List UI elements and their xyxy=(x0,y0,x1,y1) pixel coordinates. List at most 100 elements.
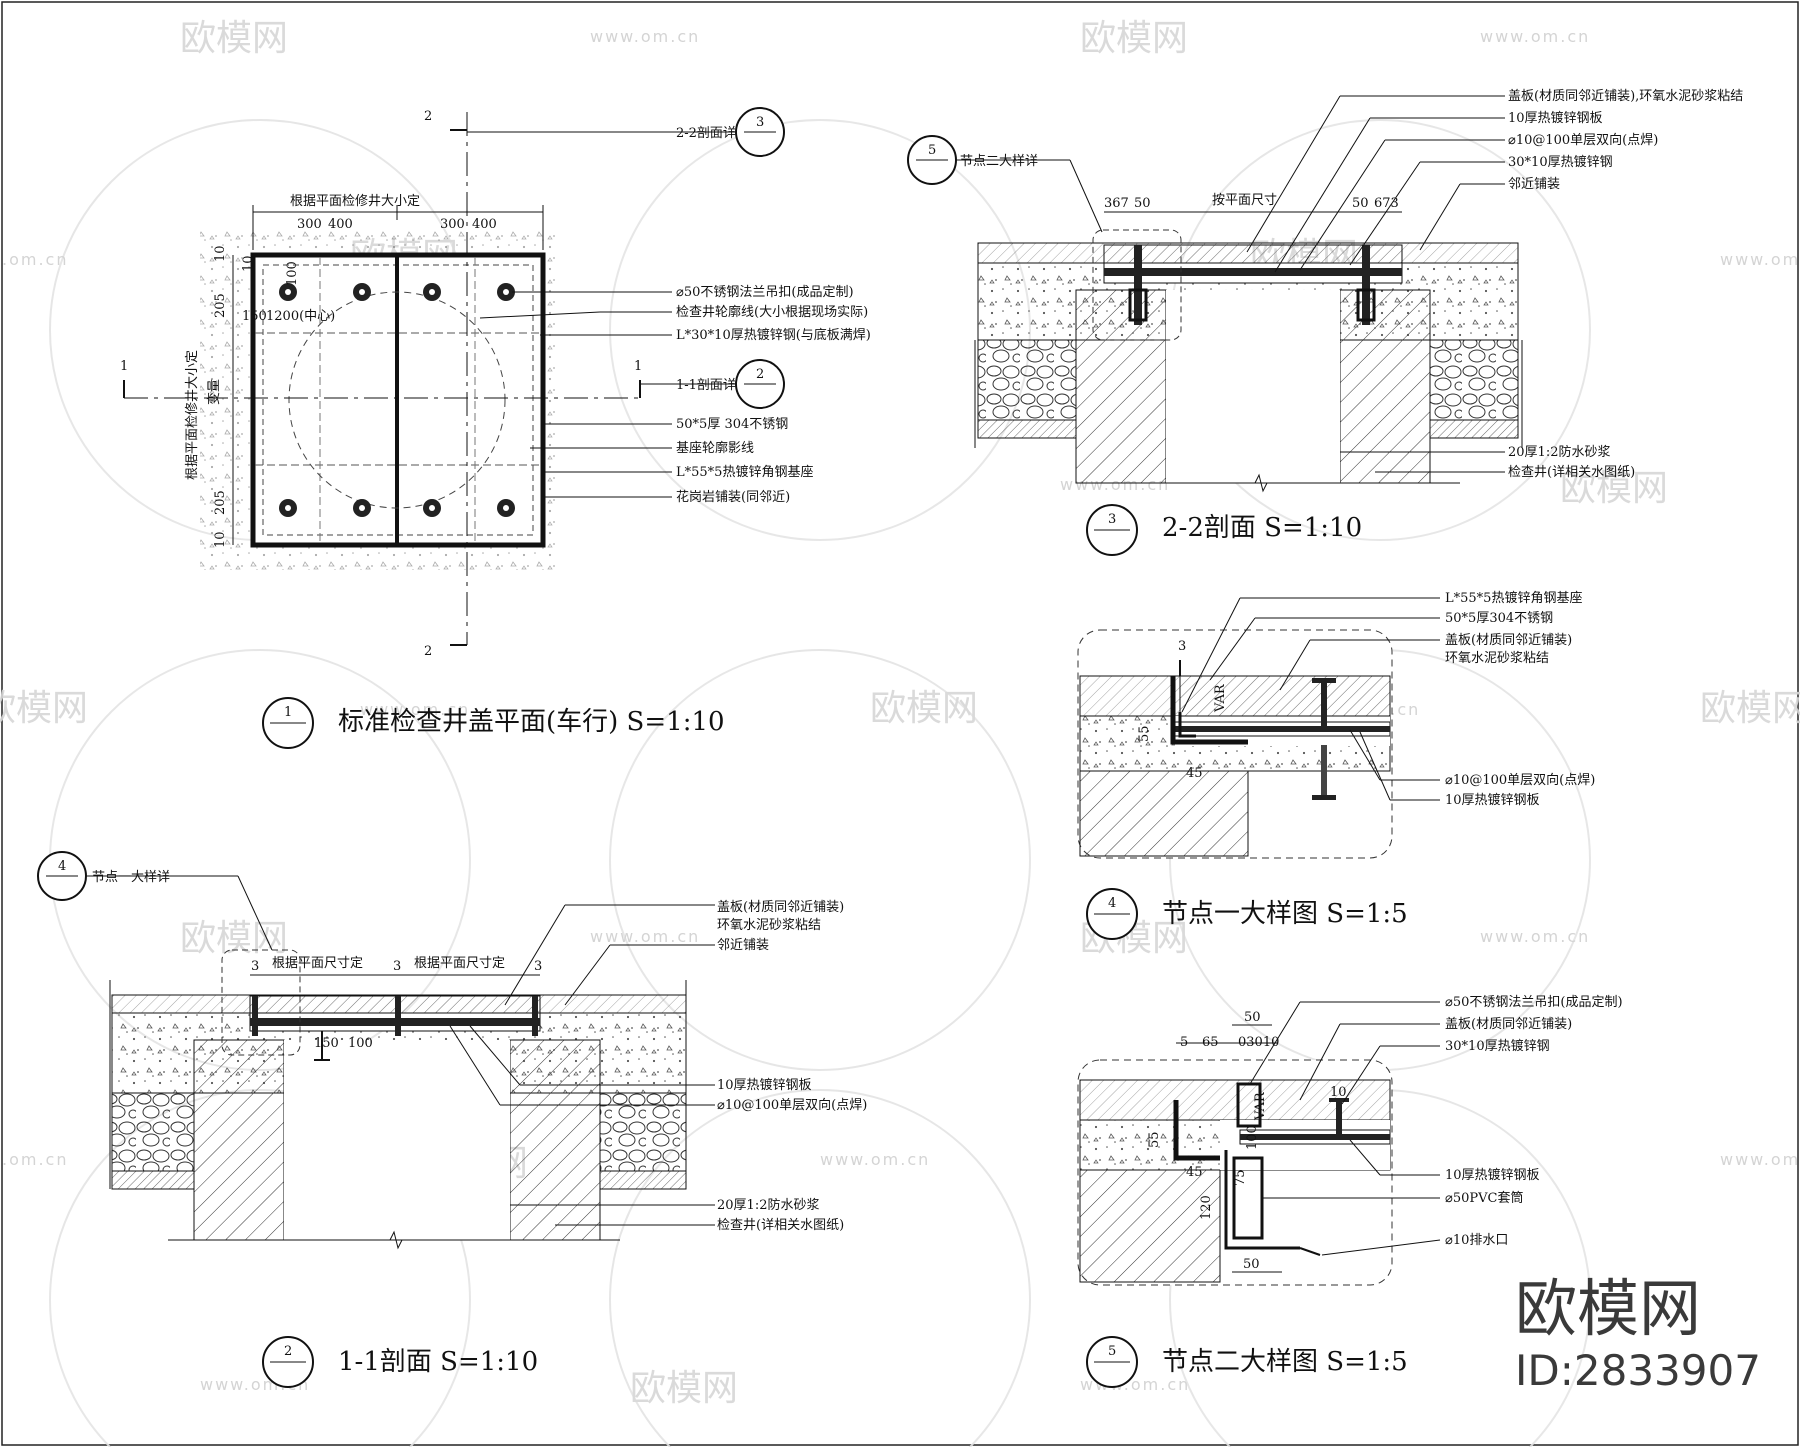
well-wall-right xyxy=(1339,289,1431,484)
node1-note-3: 环氧水泥砂浆粘结 xyxy=(1445,651,1549,666)
sec22-note-bottom-0: 20厚1:2防水砂浆 xyxy=(1508,444,1610,460)
watermark-url: www.om.cn xyxy=(1720,250,1800,269)
manhole-outline xyxy=(288,291,506,509)
sec22-callout: 节点二大样详 xyxy=(960,154,1038,169)
well-wall-right xyxy=(509,1039,601,1241)
node2-dim-5: 5 xyxy=(1180,1035,1188,1050)
sec11-note-mid-0: 10厚热镀锌钢板 xyxy=(717,1077,812,1093)
watermark-url: .om.cn xyxy=(2,250,68,269)
plan-dim-10-bot: 10 xyxy=(213,531,228,548)
plan-note-1: 检查井轮廓线(大小根据现场实际) xyxy=(676,304,868,320)
plan-dim-100: 100 xyxy=(285,261,300,286)
node2-note-bottom-1: ⌀50PVC套筒 xyxy=(1445,1190,1523,1206)
sec22-title: 2-2剖面 S=1:10 xyxy=(1162,513,1362,543)
sec22-dim-367: 367 xyxy=(1104,196,1129,211)
plan-dim-overall: 根据平面检修井大小定 xyxy=(290,194,420,209)
plan-title-num: 1 xyxy=(284,705,292,720)
sec22-title-num: 3 xyxy=(1108,512,1116,527)
plan-note-5: L*55*5热镀锌角钢基座 xyxy=(676,464,813,480)
watermark-brand: 欧模网 xyxy=(1080,18,1188,59)
plan-dim-1200: 1200(中心) xyxy=(266,309,335,324)
plan-dim-400-left: 400 xyxy=(328,217,353,232)
lifting-bolts xyxy=(279,283,515,517)
sec11-title-num: 2 xyxy=(284,1344,292,1359)
section-2-2: 367 50 按平面尺寸 50 673 5 节点二大样详 盖板(材质同邻近铺装)… xyxy=(907,89,1743,556)
node2-dim-10: 10 xyxy=(1330,1085,1347,1100)
plan-dim-side: 根据平面检修井大小定 xyxy=(185,350,200,480)
plan-note-6: 花岗岩铺装(同邻近) xyxy=(676,489,790,505)
sec11-dim-3b: 3 xyxy=(393,959,401,974)
plan-dim-300-left: 300 xyxy=(297,217,322,232)
watermark-brand: 欧模网 xyxy=(180,18,288,59)
steel-plate xyxy=(1104,268,1402,276)
sec11-note-bottom-1: 检查井(详相关水图纸) xyxy=(717,1218,844,1233)
brand-id: ID:2833907 xyxy=(1515,1346,1761,1395)
sec11-note-1: 环氧水泥砂浆粘结 xyxy=(717,918,821,933)
sec22-note-1: 10厚热镀锌钢板 xyxy=(1508,110,1603,126)
brand-name: 欧模网 xyxy=(1515,1272,1701,1345)
node1-note-bottom-1: 10厚热镀锌钢板 xyxy=(1445,792,1540,808)
cut-2-top: 2 xyxy=(424,109,432,124)
node2-dim-var: VAR xyxy=(1253,1091,1268,1121)
watermark-brand: 欧模网 xyxy=(180,918,288,959)
watermark-url: www.om.cn xyxy=(590,927,700,946)
sec11-title: 1-1剖面 S=1:10 xyxy=(338,1347,538,1377)
callout-2-2: 2-2剖面详 xyxy=(676,126,736,141)
sec11-note-mid-1: ⌀10@100单层双向(点焊) xyxy=(717,1097,867,1113)
callout-circle-3-num: 3 xyxy=(756,115,764,130)
sec11-dim-right: 根据平面尺寸定 xyxy=(414,956,505,971)
sec11-dim-3c: 3 xyxy=(534,959,542,974)
watermark-url: www.om.cn xyxy=(1720,1150,1800,1169)
callout-1-1: 1-1剖面详 xyxy=(676,378,736,393)
sec22-note-2: ⌀10@100单层双向(点焊) xyxy=(1508,132,1658,148)
watermark-brand: 欧模网 xyxy=(630,1368,738,1409)
plan-note-4: 基座轮廓影线 xyxy=(676,440,754,456)
watermark-url: www.om.cn xyxy=(590,27,700,46)
sec11-callout: 节点一大样详 xyxy=(92,870,170,885)
sec11-note-bottom-0: 20厚1:2防水砂浆 xyxy=(717,1197,819,1213)
node2-note-1: 盖板(材质同邻近铺装) xyxy=(1445,1017,1572,1032)
sec11-note-2: 邻近铺装 xyxy=(717,938,769,953)
plan-dim-205-bot: 205 xyxy=(213,490,228,515)
node2-dim-75: 75 xyxy=(1233,1169,1248,1186)
sec11-dim-100: 100 xyxy=(348,1036,373,1051)
plan-note-2: L*30*10厚热镀锌钢(与底板满焊) xyxy=(676,327,871,343)
node2-title: 节点二大样图 S=1:5 xyxy=(1162,1347,1408,1377)
section-1-1: 3 根据平面尺寸定 3 根据平面尺寸定 3 150 100 4 节点一大样详 盖… xyxy=(37,851,867,1388)
node2-dim-45: 45 xyxy=(1186,1165,1203,1180)
brand-mark: 欧模网 ID:2833907 xyxy=(1515,1272,1761,1395)
plan-dim-variable: 变量 xyxy=(206,379,222,405)
node2-dim-100: 100 xyxy=(1245,1125,1260,1150)
watermark-brand: 欧模网 xyxy=(870,688,978,729)
sec22-dim-50b: 50 xyxy=(1352,196,1369,211)
watermark-url: www.om.cn xyxy=(820,1150,930,1169)
plan-title: 标准检查井盖平面(车行) S=1:10 xyxy=(338,707,725,737)
node-2-detail: 50 5 65 03010 10 55 45 120 75 100 VAR 50… xyxy=(1077,995,1623,1388)
plan-dim-400-right: 400 xyxy=(472,217,497,232)
sec11-callout-num: 4 xyxy=(58,859,66,874)
node-1-detail: 3 55 45 VAR L*55*5热镀锌角钢基座 50*5厚304不锈钢 盖板… xyxy=(1077,590,1595,940)
node2-note-bottom-2: ⌀10排水口 xyxy=(1445,1233,1508,1248)
well-wall-left xyxy=(1075,289,1167,484)
node1-note-bottom-0: ⌀10@100单层双向(点焊) xyxy=(1445,772,1595,788)
watermark-url: www.om.cn xyxy=(1480,27,1590,46)
plan-note-0: ⌀50不锈钢法兰吊扣(成品定制) xyxy=(676,285,854,300)
cut-2-bottom: 2 xyxy=(424,644,432,659)
node1-title: 节点一大样图 S=1:5 xyxy=(1162,899,1408,929)
node1-dim-3: 3 xyxy=(1178,639,1186,654)
node2-dim-50b: 50 xyxy=(1243,1257,1260,1272)
plan-dim-205-top: 205 xyxy=(213,293,228,318)
node2-dim-120: 120 xyxy=(1199,1195,1214,1220)
sec11-dim-150: 150 xyxy=(314,1036,339,1051)
sec22-note-3: 30*10厚热镀锌钢 xyxy=(1508,154,1613,170)
node2-title-num: 5 xyxy=(1108,1344,1116,1359)
detail-2-boundary xyxy=(1092,229,1182,341)
sec11-dim-3a: 3 xyxy=(251,959,259,974)
node2-note-0: ⌀50不锈钢法兰吊扣(成品定制) xyxy=(1445,995,1623,1010)
watermark-brand: 欧模网 xyxy=(1560,468,1668,509)
watermark-url: .om.cn xyxy=(2,1150,68,1169)
plan-dim-150: 150 xyxy=(242,309,267,324)
node1-steel-plate xyxy=(1175,726,1390,732)
sec22-note-0: 盖板(材质同邻近铺装),环氧水泥砂浆粘结 xyxy=(1508,89,1743,104)
